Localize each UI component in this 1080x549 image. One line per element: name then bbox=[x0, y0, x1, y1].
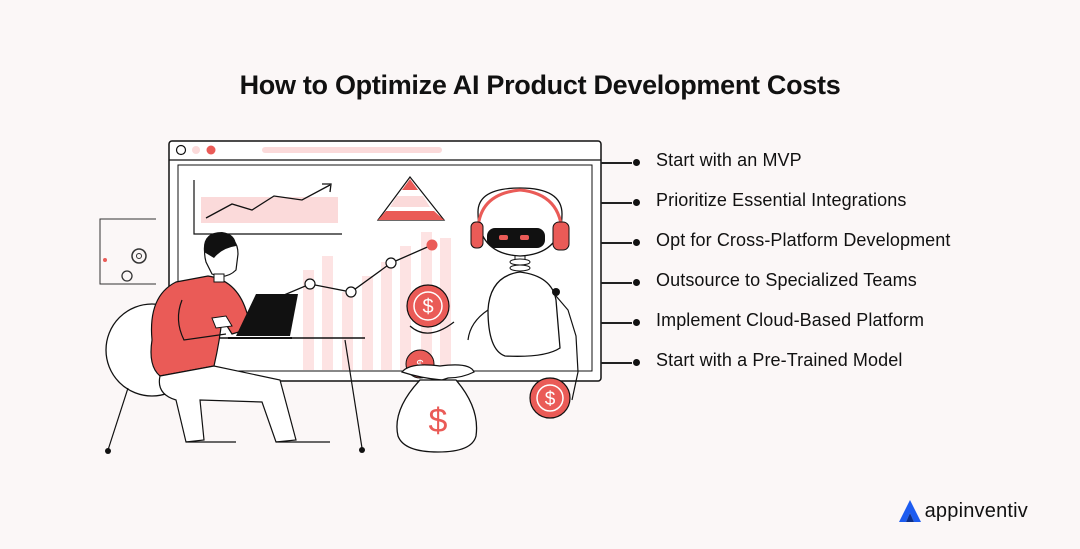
connector-line bbox=[601, 242, 632, 244]
list-item-label: Start with a Pre-Trained Model bbox=[656, 350, 903, 370]
bullet-dot bbox=[633, 199, 640, 206]
money-bag-symbol: $ bbox=[429, 402, 448, 440]
brand-name: appinventiv bbox=[924, 499, 1028, 522]
bullet-dot bbox=[633, 319, 640, 326]
gear-icon bbox=[131, 248, 147, 264]
dollar-coin-icon: $ bbox=[529, 377, 571, 419]
money-bag-icon: $ bbox=[396, 364, 478, 453]
connector-line bbox=[601, 202, 632, 204]
ai-development-illustration: $ $ $ $ bbox=[99, 140, 602, 454]
page-title: How to Optimize AI Product Development C… bbox=[239, 70, 841, 101]
brand-logo: appinventiv bbox=[898, 499, 1028, 523]
connector-line bbox=[601, 322, 632, 324]
line-chart-icon bbox=[193, 180, 342, 235]
list-item-label: Implement Cloud-Based Platform bbox=[656, 310, 925, 330]
list-item-label: Outsource to Specialized Teams bbox=[656, 270, 917, 290]
list-item-label: Start with an MVP bbox=[656, 150, 802, 170]
list-item-label: Prioritize Essential Integrations bbox=[656, 190, 907, 210]
coin-symbol: $ bbox=[545, 389, 556, 410]
growth-line bbox=[257, 239, 438, 307]
list-item-label: Opt for Cross-Platform Development bbox=[656, 230, 951, 250]
robot-icon bbox=[409, 187, 579, 401]
pyramid-icon bbox=[376, 176, 446, 221]
gear-icon bbox=[121, 270, 133, 282]
gear-panel bbox=[99, 218, 156, 285]
coin-symbol: $ bbox=[422, 296, 433, 318]
dollar-coin-icon: $ bbox=[406, 284, 450, 328]
bullet-dot bbox=[633, 239, 640, 246]
laptop-icon bbox=[228, 294, 298, 339]
connector-line bbox=[601, 362, 632, 364]
connector-line bbox=[601, 162, 632, 164]
appinventiv-logo-icon bbox=[898, 500, 921, 522]
bullet-dot bbox=[633, 279, 640, 286]
person bbox=[150, 232, 330, 443]
bullet-dot bbox=[633, 159, 640, 166]
bullet-dot bbox=[633, 359, 640, 366]
connector-line bbox=[601, 282, 632, 284]
